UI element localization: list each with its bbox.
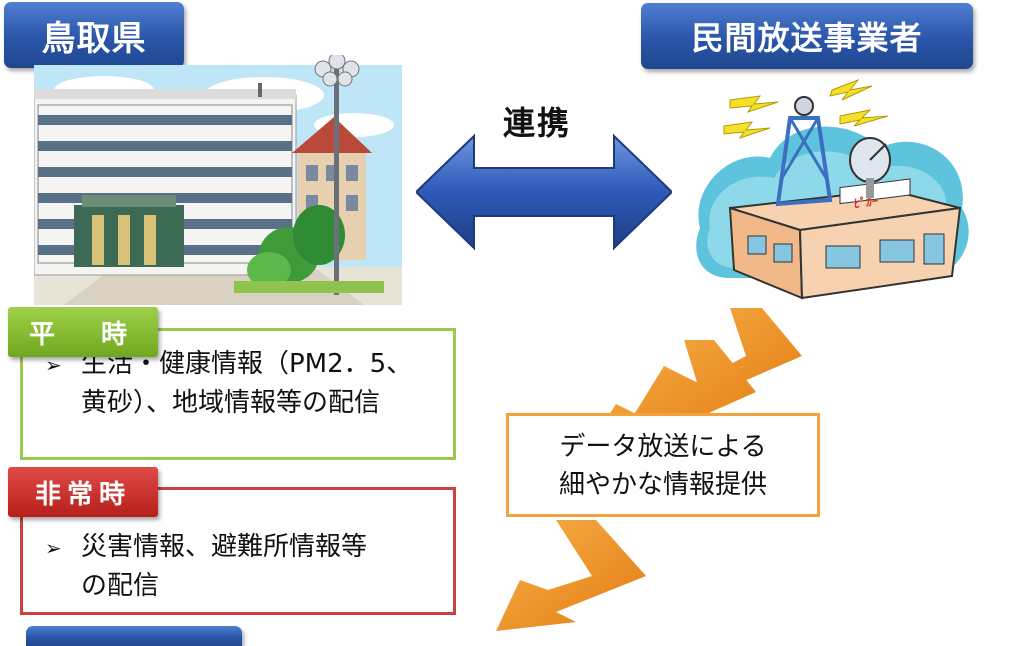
normal-line2: 黄砂）、地域情報等の配信 (81, 388, 381, 418)
station-sign: ﾋﾟｶｰ (854, 193, 878, 211)
broadcast-station-illustration: ﾋﾟｶｰ (696, 78, 969, 300)
emergency-info-box: ➢ 災害情報、避難所情報等 の配信 (20, 487, 456, 615)
normal-times-label: 平 時 (8, 307, 158, 357)
emergency-line2: の配信 (81, 571, 160, 601)
emergency-line1-row: ➢ 災害情報、避難所情報等 (45, 528, 437, 567)
collaboration-label: 連携 (503, 104, 572, 142)
bottom-tag-fragment (26, 626, 242, 646)
double-arrow-icon (416, 133, 672, 251)
emergency-label: 非常時 (8, 467, 158, 517)
prefectural-office-illustration (34, 55, 402, 305)
data-broadcast-line2: 細やかな情報提供 (558, 470, 767, 500)
bullet-arrow-icon: ➢ (45, 536, 62, 560)
emergency-line1: 災害情報、避難所情報等 (81, 532, 368, 562)
bullet-arrow-icon: ➢ (45, 353, 62, 377)
data-broadcast-line1: データ放送による (559, 432, 767, 462)
tottori-title: 鳥取県 (4, 2, 184, 68)
broadcaster-title: 民間放送事業者 (641, 3, 973, 69)
data-broadcast-box: データ放送による 細やかな情報提供 (506, 413, 820, 517)
